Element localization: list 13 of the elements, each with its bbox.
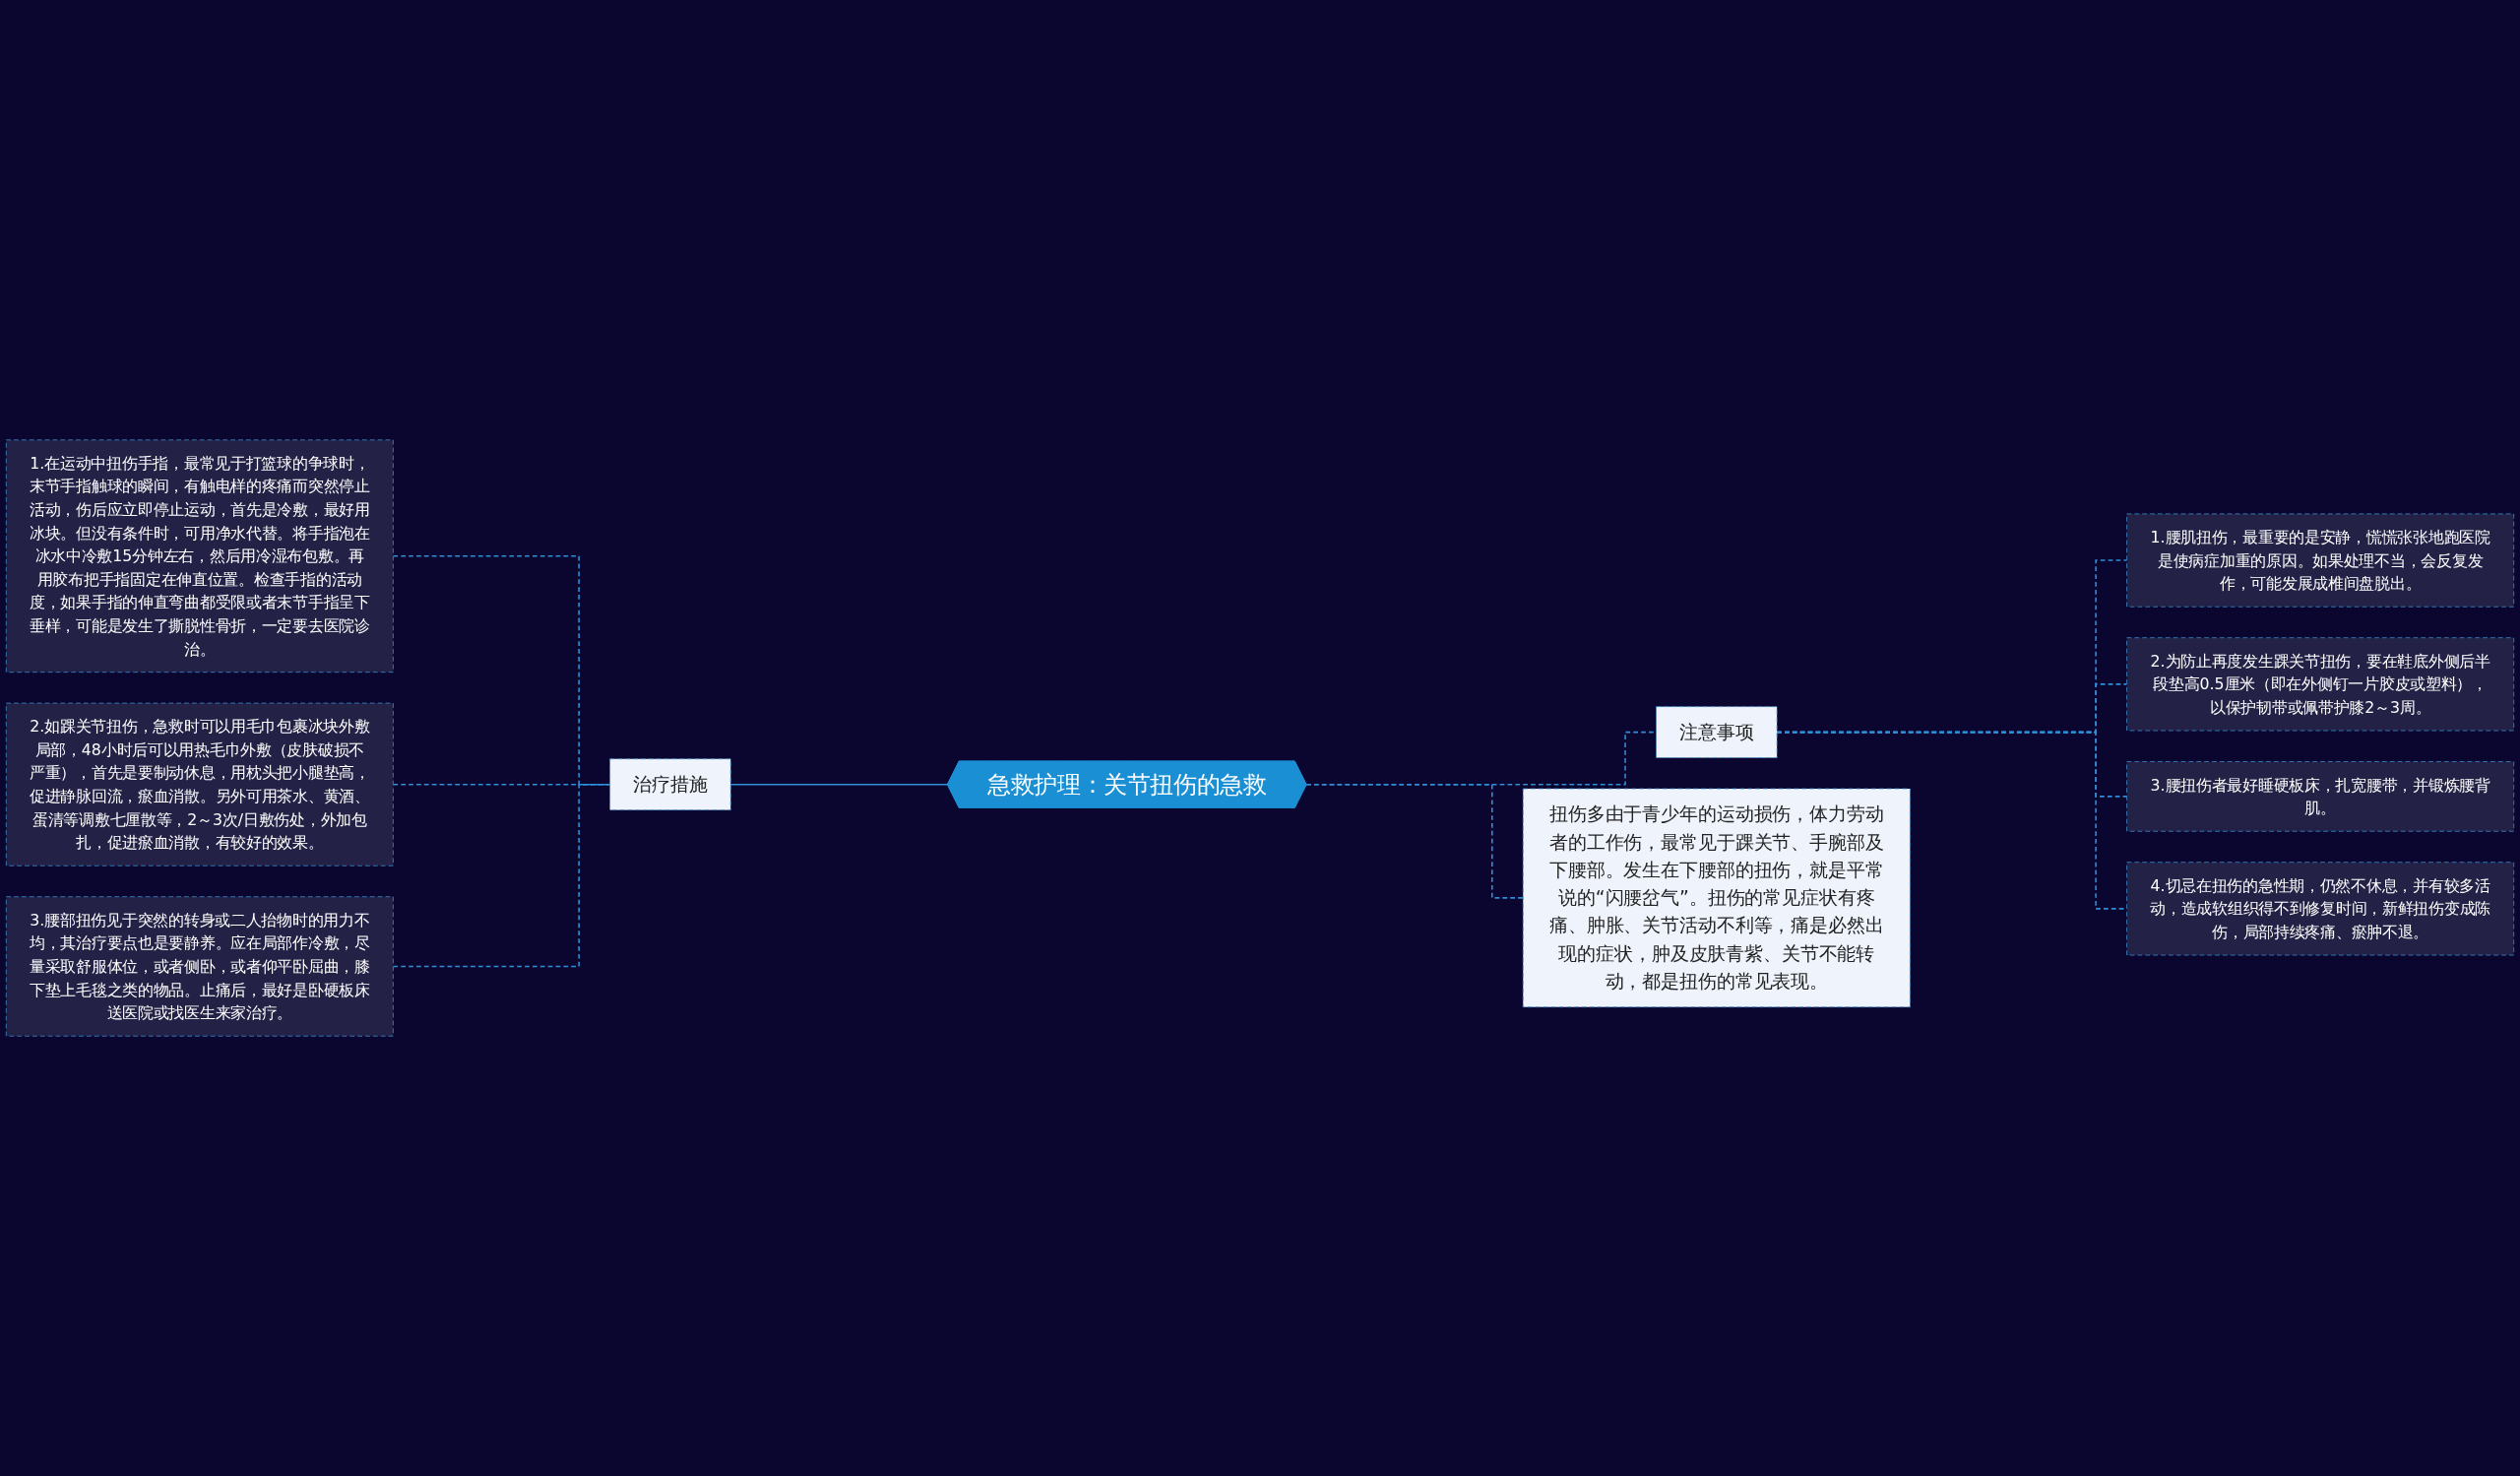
- node-box: 扭伤多由于青少年的运动损伤，体力劳动者的工作伤，最常见于踝关节、手腕部及下腰部。发生在下腰部的扭伤，就是平常说的“闪腰岔气”。扭伤的常见症状有疼痛、肿胀、关节活动不利等，痛是必然出现的症状，肿及皮肤青紫、关节不能转动，都是扭伤的常见表现。: [1522, 788, 1911, 1008]
- node-box: 治疗措施: [609, 758, 731, 811]
- node-box: 3.腰扭伤者最好睡硬板床，扎宽腰带，并锻炼腰背肌。: [2126, 761, 2515, 832]
- connector: [1776, 731, 2128, 910]
- connector: [729, 783, 949, 786]
- node-box: 1.在运动中扭伤手指，最常见于打篮球的争球时，末节手指触球的瞬间，有触电样的疼痛而突然停止活动，伤后应立即停止运动，首先是冷敷，最好用冰块。但没有条件时，可用净水代替。将手指泡在冰水中冷敷15分钟左右，然后用冷湿布包敷。再用胶布把手指固定在伸直位置。检查手指的活动度，如果手指的伸直弯曲都受限或者末节手指呈下垂样，可能是发生了撕脱性骨折，一定要去医院诊治。: [5, 439, 394, 674]
- connector: [392, 783, 611, 968]
- node-box: 4.切忌在扭伤的急性期，仍然不休息，并有较多活动，造成软组织得不到修复时间，新鲜扭伤变成陈伤，局部持续疼痛、瘀肿不退。: [2126, 862, 2515, 956]
- node-box: 1.腰肌扭伤，最重要的是安静，慌慌张张地跑医院是使病症加重的原因。如果处理不当，会反复发作，可能发展成椎间盘脱出。: [2126, 513, 2515, 608]
- node-box: 注意事项: [1656, 706, 1778, 758]
- node-box: 2.如踝关节扭伤，急救时可以用毛巾包裹冰块外敷局部，48小时后可以用热毛巾外敷（皮肤破损不严重），首先是要制动休息，用枕头把小腿垫高，促进静脉回流，瘀血消散。另外可用茶水、黄酒、蛋清等调敷七厘散等，2～3次/日敷伤处，外加包扎，促进瘀血消散，有较好的效果。: [5, 702, 394, 866]
- node-box: 2.为防止再度发生踝关节扭伤，要在鞋底外侧后半段垫高0.5厘米（即在外侧钉一片胶皮或塑料），以保护韧带或佩带护膝2～3周。: [2126, 637, 2515, 732]
- node-box: 3.腰部扭伤见于突然的转身或二人抬物时的用力不均，其治疗要点也是要静养。应在局部作冷敷，尽量采取舒服体位，或者侧卧，或者仰平卧屈曲，膝下垫上毛毯之类的物品。止痛后，最好是卧硬板床送医院或找医生来家治疗。: [5, 896, 394, 1037]
